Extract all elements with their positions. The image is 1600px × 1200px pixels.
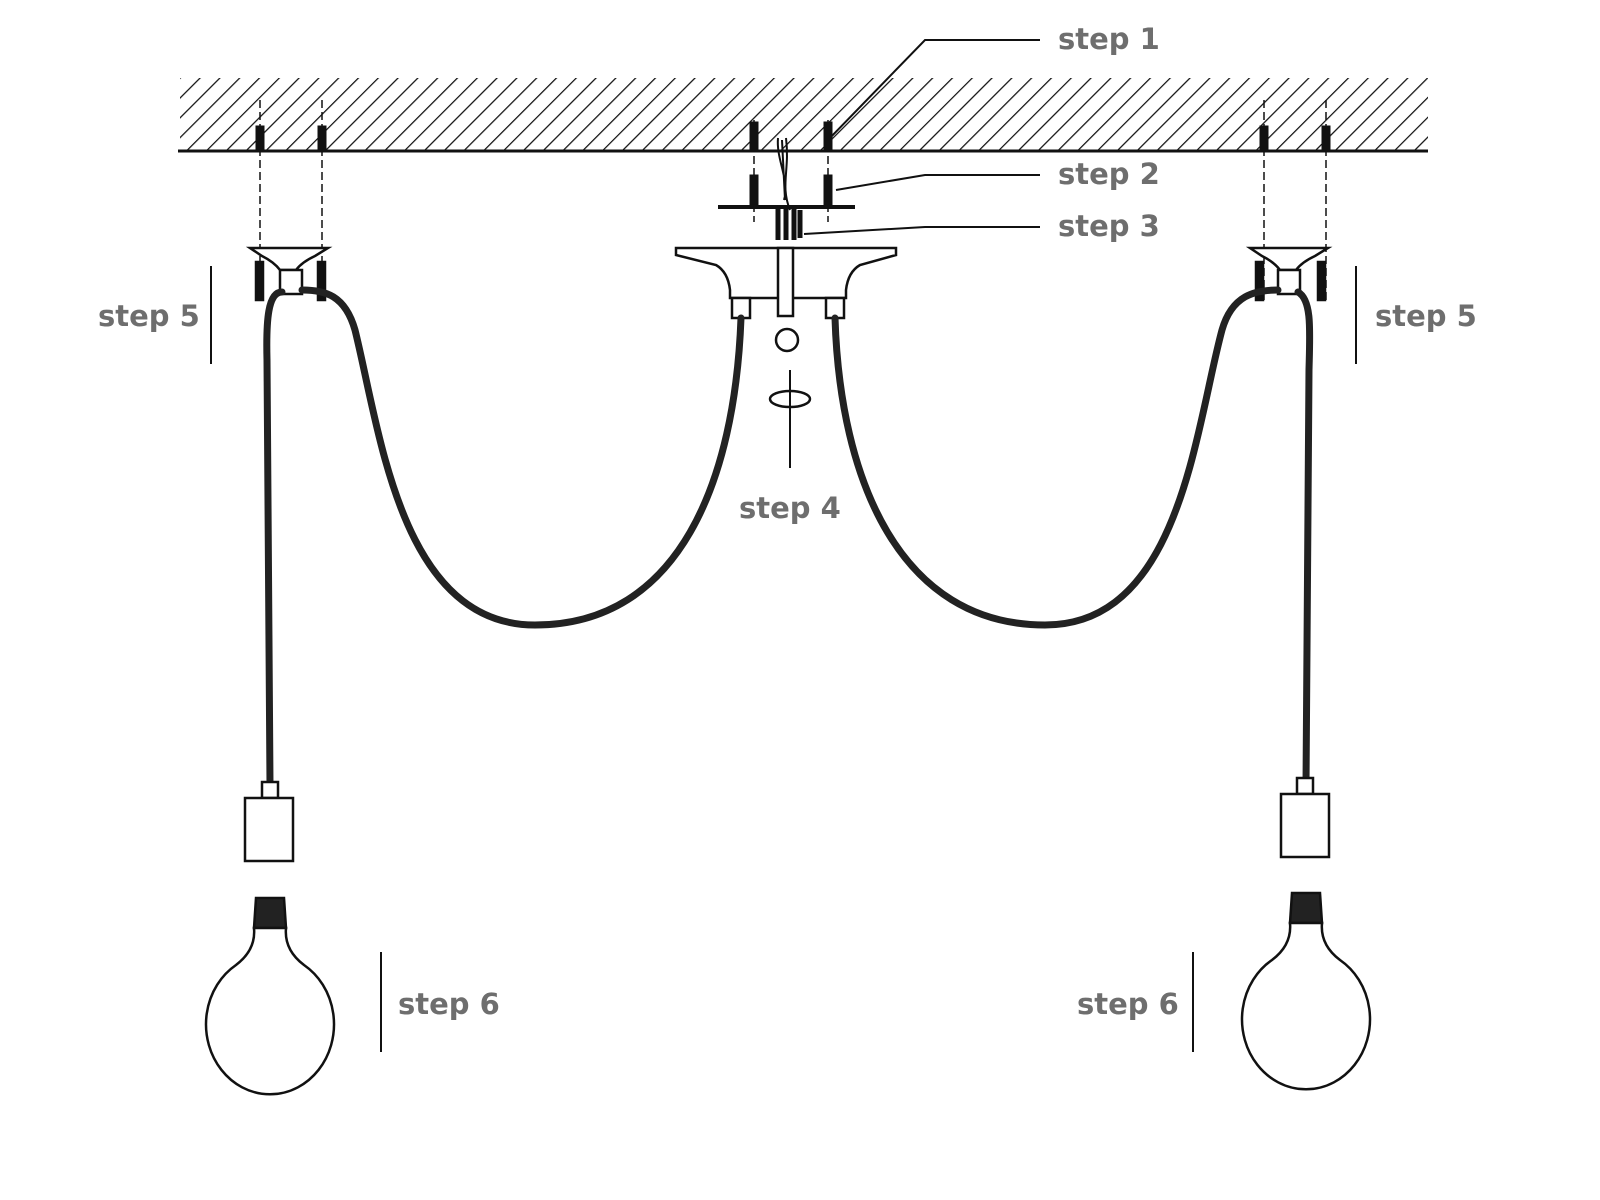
step-5-right-label: step 5 (1375, 299, 1477, 333)
step-6-right-label: step 6 (1077, 987, 1179, 1021)
left-socket (243, 780, 295, 863)
step-6-left-label: step 6 (398, 987, 500, 1021)
cables (263, 286, 1314, 789)
right-bulb (1240, 891, 1372, 1091)
ceiling (178, 78, 1428, 153)
step-4-label: step 4 (739, 491, 841, 525)
left-bulb (204, 896, 336, 1096)
step-1-label: step 1 (1058, 22, 1160, 56)
step-2-label: step 2 (1058, 157, 1160, 191)
leader-lines (210, 39, 1357, 1052)
step-3-label: step 3 (1058, 209, 1160, 243)
step-5-left-label: step 5 (98, 299, 200, 333)
right-socket (1279, 776, 1331, 859)
central-canopy (674, 137, 898, 468)
left-canopy (245, 246, 333, 302)
ceiling-anchors (255, 100, 1331, 300)
right-canopy (1245, 246, 1333, 302)
